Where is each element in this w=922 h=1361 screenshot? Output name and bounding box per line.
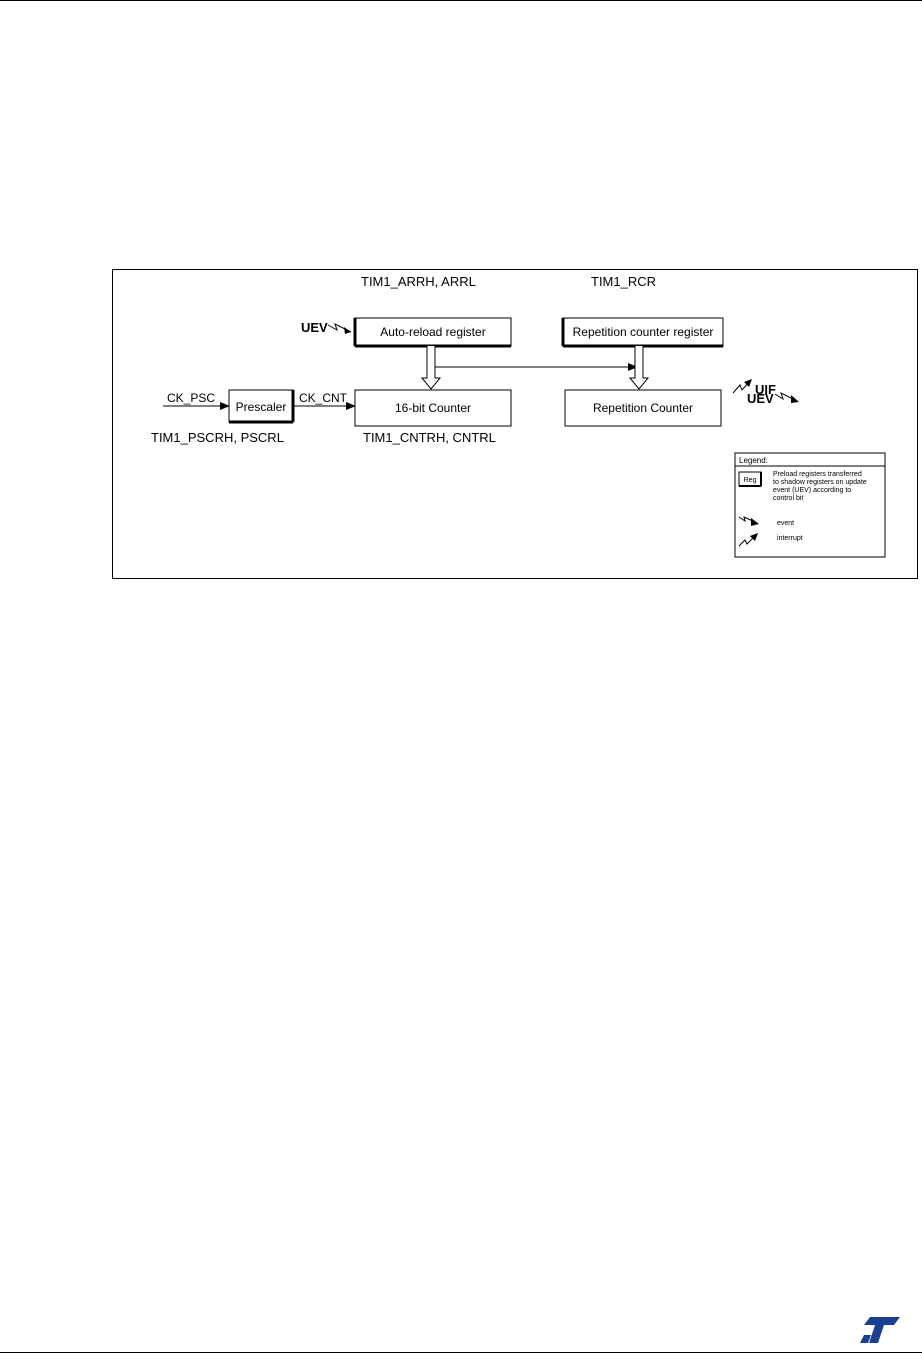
repetition-counter-register-box [562,317,724,347]
legend-interrupt-icon [738,533,758,547]
st-logo-icon [860,1317,900,1343]
uev-input-event-icon [327,323,352,334]
footer-rule [0,1352,922,1353]
prescaler-label: Prescaler [236,400,287,414]
legend-event-icon [738,516,759,526]
legend-box: Legend: Reg Preload registers transferre… [734,452,886,558]
uif-label: UIF [755,382,776,397]
repetition-counter-label: Repetition Counter [593,401,693,415]
prescaler-register-name: TIM1_PSCRH, PSCRL [151,430,284,445]
auto-reload-register-label: Auto-reload register [380,325,485,339]
uev-output-event-icon [774,392,799,403]
rcr-register-name: TIM1_RCR [591,274,656,289]
16-bit-counter-label: 16-bit Counter [395,401,471,415]
legend-reg-label: Reg [744,477,757,484]
legend-preload-line-2: to shadow registers on update [773,479,867,486]
legend-preload-line-3: event (UEV) according to [773,487,851,494]
uev-output-label: UEV [747,391,774,406]
repetition-counter-register-label: Repetition counter register [573,325,714,339]
arr-register-name: TIM1_ARRH, ARRL [361,274,476,289]
legend-preload-line-1: Preload registers transferred [773,471,862,478]
ck-psc-label: CK_PSC [167,391,215,405]
uev-input-label: UEV [301,320,328,335]
repetition-counter-box [564,389,722,427]
legend-event-label: event [777,520,794,527]
uif-interrupt-icon [732,379,752,394]
legend-title: Legend: [739,456,768,465]
counter-register-name: TIM1_CNTRH, CNTRL [363,430,496,445]
legend-preload-line-4: control bit [773,495,803,502]
arr-transfer-arrow [420,346,442,390]
legend-interrupt-label: interrupt [777,535,803,542]
diagram-frame: TIM1_ARRH, ARRL Auto-reload register UEV… [112,269,918,579]
timer-block-diagram: TIM1_ARRH, ARRL Auto-reload register UEV… [151,274,886,558]
header-rule [0,0,922,1]
16-bit-counter-box [354,389,512,427]
auto-reload-register-box [354,317,512,347]
ck-cnt-label: CK_CNT [299,391,348,405]
rcr-transfer-arrow [628,346,650,390]
prescaler-box [228,389,294,423]
